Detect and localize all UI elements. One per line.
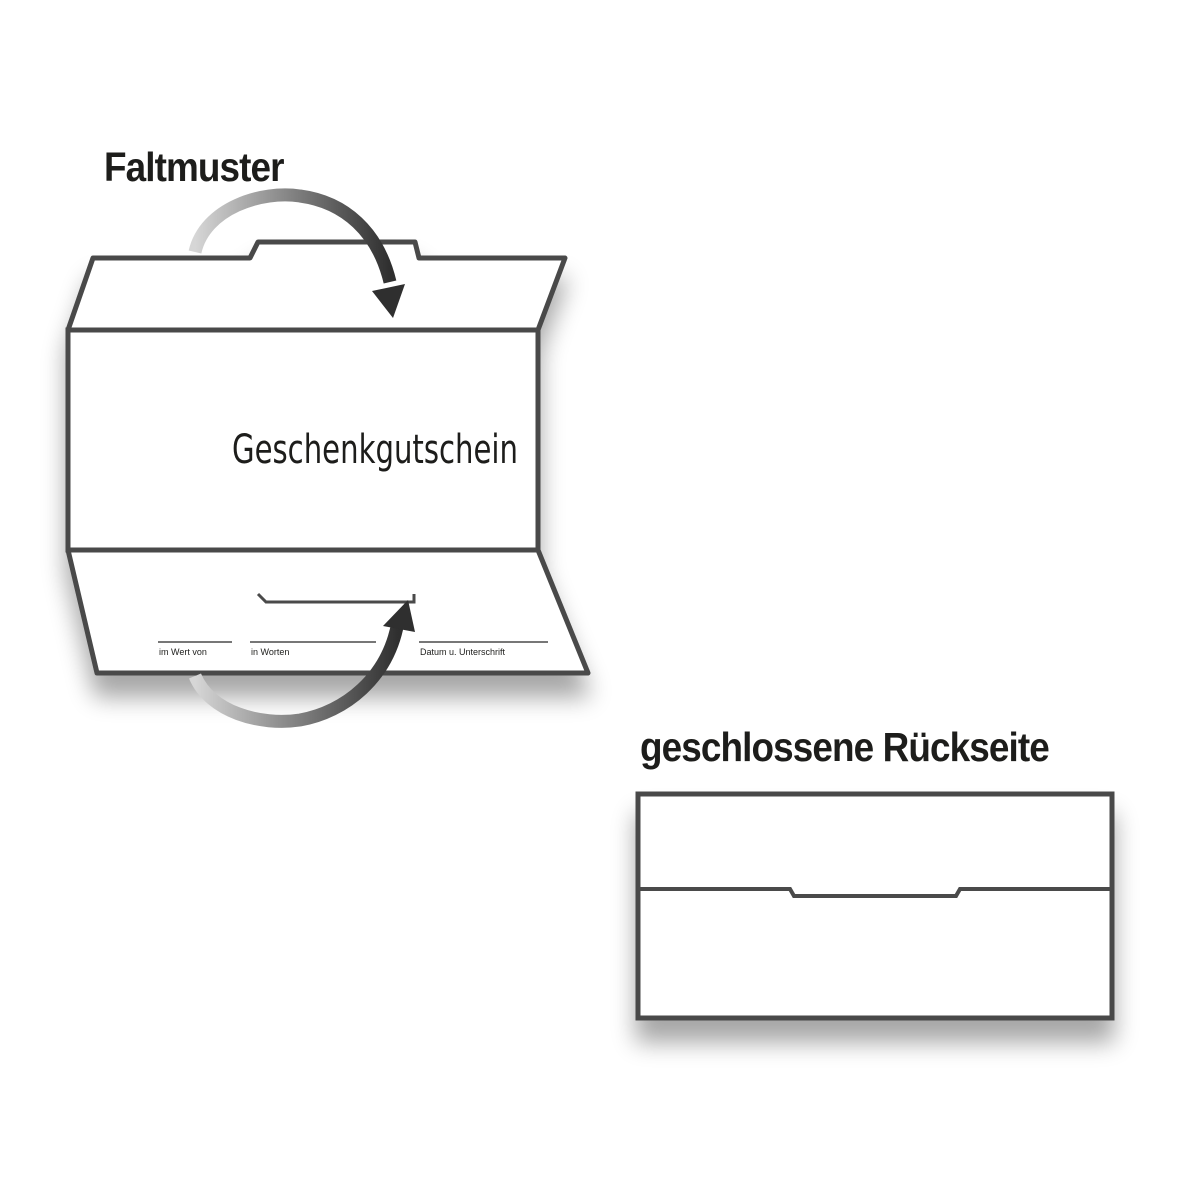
- top-flap: [65, 239, 568, 333]
- open-card: [65, 239, 591, 676]
- fold-arrow-bottom-icon: [189, 600, 415, 728]
- main-panel: [65, 327, 541, 553]
- tuck-slot: [256, 592, 416, 604]
- closed-card-fold-line: [638, 887, 1112, 898]
- closed-back-heading: geschlossene Rückseite: [640, 724, 1050, 770]
- voucher-title: Geschenkgutschein: [232, 427, 518, 473]
- closed-card: [635, 791, 1115, 1021]
- field-label-value: im Wert von: [159, 647, 207, 657]
- fold-pattern-heading: Faltmuster: [104, 144, 285, 190]
- bottom-flap: [65, 547, 591, 676]
- fold-arrow-top-icon: [188, 188, 405, 318]
- closed-card-outline: [635, 791, 1115, 1021]
- field-label-words: in Worten: [251, 647, 289, 657]
- field-label-date-signature: Datum u. Unterschrift: [420, 647, 506, 657]
